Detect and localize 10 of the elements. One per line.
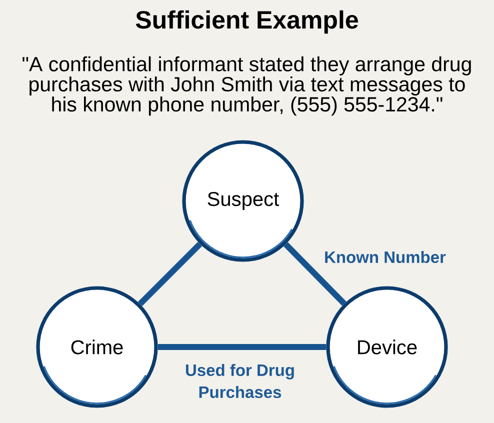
edge-label: Known Number (323, 250, 447, 264)
quote-text: "A confidential informant stated they arrange drug purchases with John Smith via text messages to his known phone number, (555) 555-1234." (22, 56, 471, 116)
connector-line (284, 242, 346, 306)
circle-node: Crime (36, 286, 158, 408)
connector-line (138, 242, 202, 306)
circle-node: Suspect (182, 140, 304, 262)
connector-line (158, 344, 326, 350)
title: Sufficient Example (136, 10, 358, 34)
circle-node: Device (326, 286, 448, 408)
edge-label: Used for Drug Purchases (178, 362, 302, 400)
